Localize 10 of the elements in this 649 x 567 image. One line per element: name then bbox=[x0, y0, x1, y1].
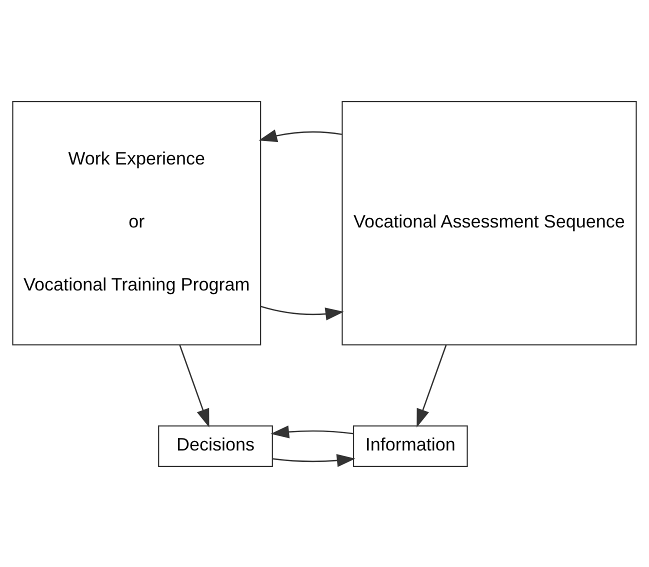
node-box: Vocational Assessment Sequence bbox=[342, 100, 637, 345]
arrow bbox=[258, 129, 342, 142]
node-box: Information bbox=[352, 424, 468, 467]
arrow bbox=[272, 454, 356, 466]
node-box: Work Experience or Vocational Training Program bbox=[12, 100, 262, 345]
arrow bbox=[270, 424, 354, 438]
arrow bbox=[416, 344, 447, 428]
arrow bbox=[179, 344, 210, 428]
node-box: Decisions bbox=[158, 424, 273, 467]
arrow bbox=[260, 305, 344, 320]
